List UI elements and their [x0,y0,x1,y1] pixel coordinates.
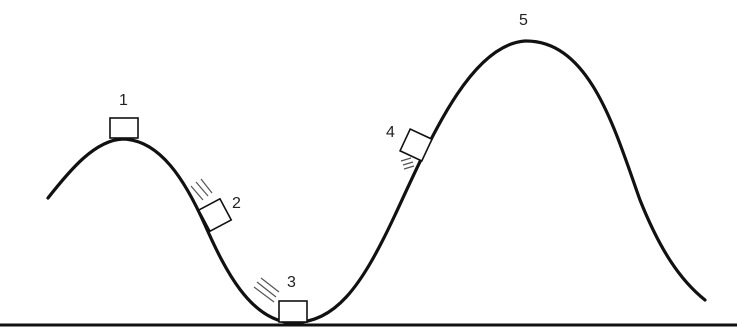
label-1: 1 [119,92,128,109]
block-4 [398,127,434,163]
block-2-group [197,197,233,233]
track-curve [46,39,707,325]
block-1 [109,117,139,139]
motion-lines-4 [400,157,415,170]
motion-lines-3 [253,277,280,303]
motion-lines-2 [190,178,213,201]
label-5: 5 [519,12,528,29]
block-3 [278,300,308,323]
block-4-group [398,127,434,163]
label-2: 2 [232,195,241,212]
label-3: 3 [287,274,296,291]
label-4: 4 [386,124,395,141]
block-2 [197,197,233,233]
